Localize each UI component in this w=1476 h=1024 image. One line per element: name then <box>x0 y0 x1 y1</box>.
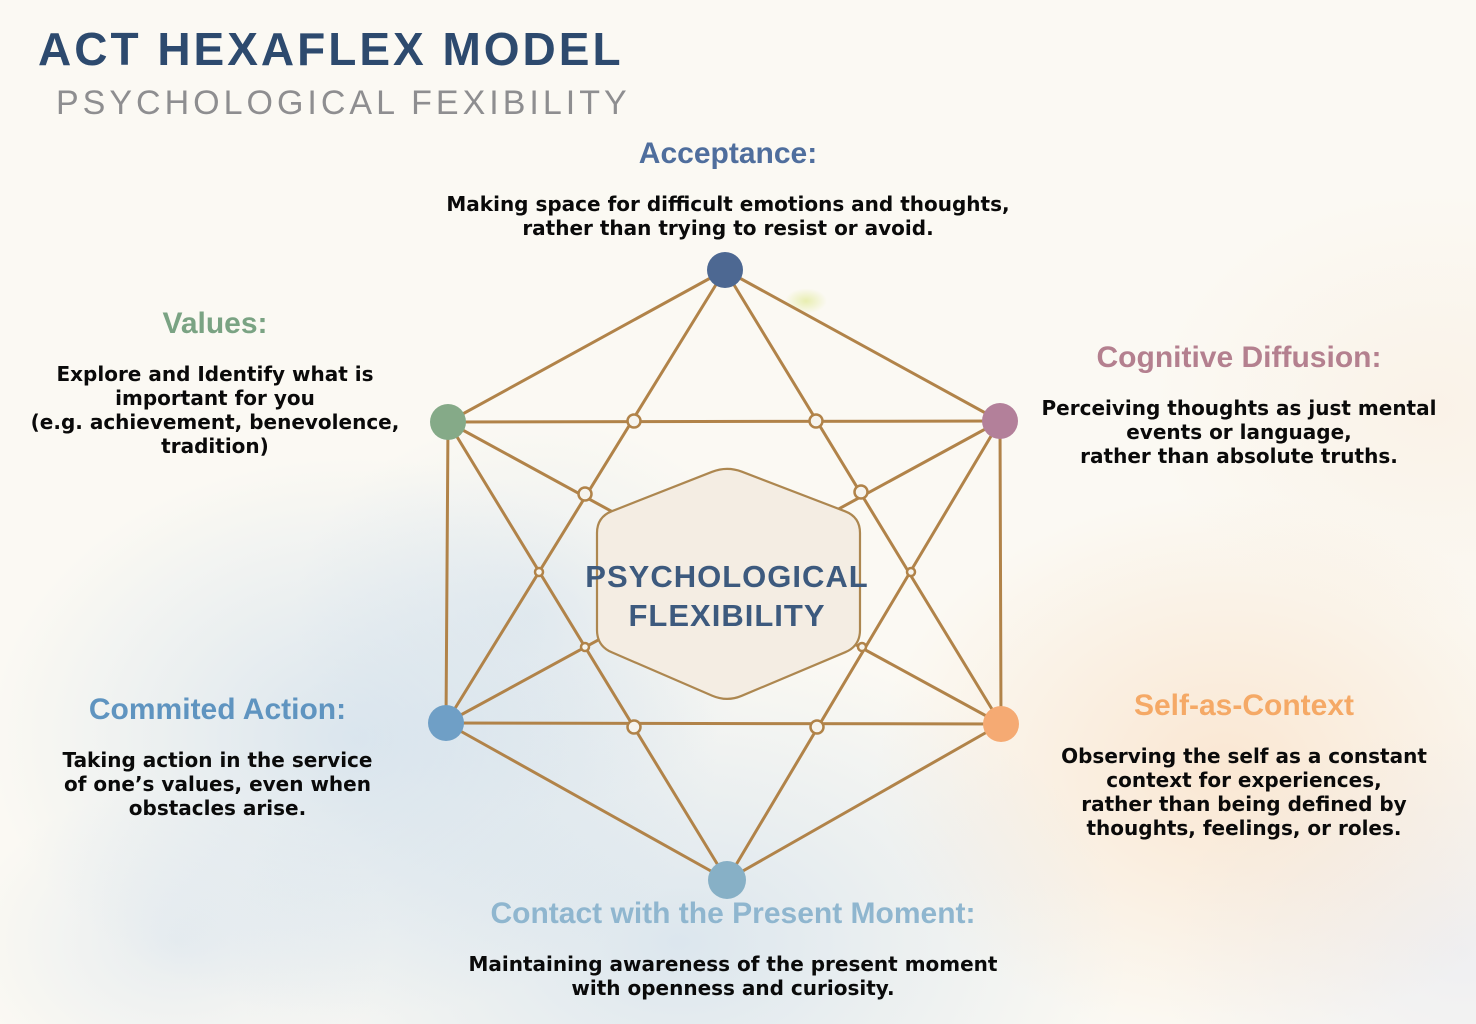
values-node <box>430 404 466 440</box>
description-line: obstacles arise. <box>128 796 307 820</box>
self-as-context-block: Self-as-Context Observing the self as a … <box>1018 689 1470 841</box>
committed-action-heading: Commited Action: <box>88 693 347 726</box>
description-line: tradition) <box>161 434 269 458</box>
description-line: with openness and curiosity. <box>571 976 895 1000</box>
intersection-dot <box>626 719 642 735</box>
description-line: Perceiving thoughts as just mental <box>1041 396 1437 420</box>
contact-present-moment-node <box>708 861 746 899</box>
description-line: rather than being defined by <box>1081 792 1407 816</box>
description-line: thoughts, feelings, or roles. <box>1086 816 1402 840</box>
contact-present-moment-description: Maintaining awareness of the present mom… <box>338 952 1128 1000</box>
description-line: events or language, <box>1126 420 1352 444</box>
page-subtitle: PSYCHOLOGICAL FEXIBILITY <box>56 84 631 122</box>
description-line: Maintaining awareness of the present mom… <box>468 952 998 976</box>
intersection-dot <box>579 641 591 653</box>
intersection-dot <box>809 719 825 735</box>
acceptance-node <box>707 252 743 288</box>
description-line: rather than trying to resist or avoid. <box>522 216 934 240</box>
self-as-context-description: Observing the self as a constant context… <box>1018 744 1470 840</box>
center-label-line1: PSYCHOLOGICAL <box>585 559 868 594</box>
intersection-dot <box>808 413 824 429</box>
intersection-dot <box>853 484 869 500</box>
acceptance-description: Making space for difficult emotions and … <box>338 192 1118 240</box>
cognitive-diffusion-description: Perceiving thoughts as just mental event… <box>1008 396 1470 468</box>
committed-action-node <box>428 705 464 741</box>
intersection-dot <box>533 566 545 578</box>
values-description: Explore and Identify what is important f… <box>0 362 435 458</box>
committed-action-block: Commited Action: Taking action in the se… <box>15 693 420 821</box>
intersection-dot <box>626 413 642 429</box>
description-line: Making space for difficult emotions and … <box>446 192 1010 216</box>
values-heading: Values: <box>162 307 268 340</box>
intersection-dot <box>577 486 593 502</box>
acceptance-heading: Acceptance: <box>638 137 818 170</box>
intersection-dot <box>856 641 868 653</box>
acceptance-block: Acceptance: Making space for difficult e… <box>338 137 1118 241</box>
contact-present-moment-block: Contact with the Present Moment: Maintai… <box>338 897 1128 1001</box>
description-line: of one’s values, even when <box>64 772 371 796</box>
description-line: rather than absolute truths. <box>1080 444 1398 468</box>
intersection-dot <box>905 566 917 578</box>
description-line: Taking action in the service <box>62 748 373 772</box>
description-line: context for experiences, <box>1106 768 1382 792</box>
center-label-line2: FLEXIBILITY <box>629 598 826 633</box>
committed-action-description: Taking action in the service of one’s va… <box>15 748 420 820</box>
self-as-context-heading: Self-as-Context <box>1133 689 1355 722</box>
description-line: Observing the self as a constant <box>1061 744 1427 768</box>
cognitive-diffusion-block: Cognitive Diffusion: Perceiving thoughts… <box>1008 341 1470 469</box>
description-line: Explore and Identify what is <box>56 362 374 386</box>
cognitive-diffusion-heading: Cognitive Diffusion: <box>1096 341 1382 374</box>
values-block: Values: Explore and Identify what is imp… <box>0 307 435 459</box>
page-title: ACT HEXAFLEX MODEL <box>38 23 624 75</box>
self-as-context-node <box>983 706 1019 742</box>
description-line: important for you <box>115 386 315 410</box>
description-line: (e.g. achievement, benevolence, <box>30 410 400 434</box>
contact-present-moment-heading: Contact with the Present Moment: <box>490 897 976 930</box>
